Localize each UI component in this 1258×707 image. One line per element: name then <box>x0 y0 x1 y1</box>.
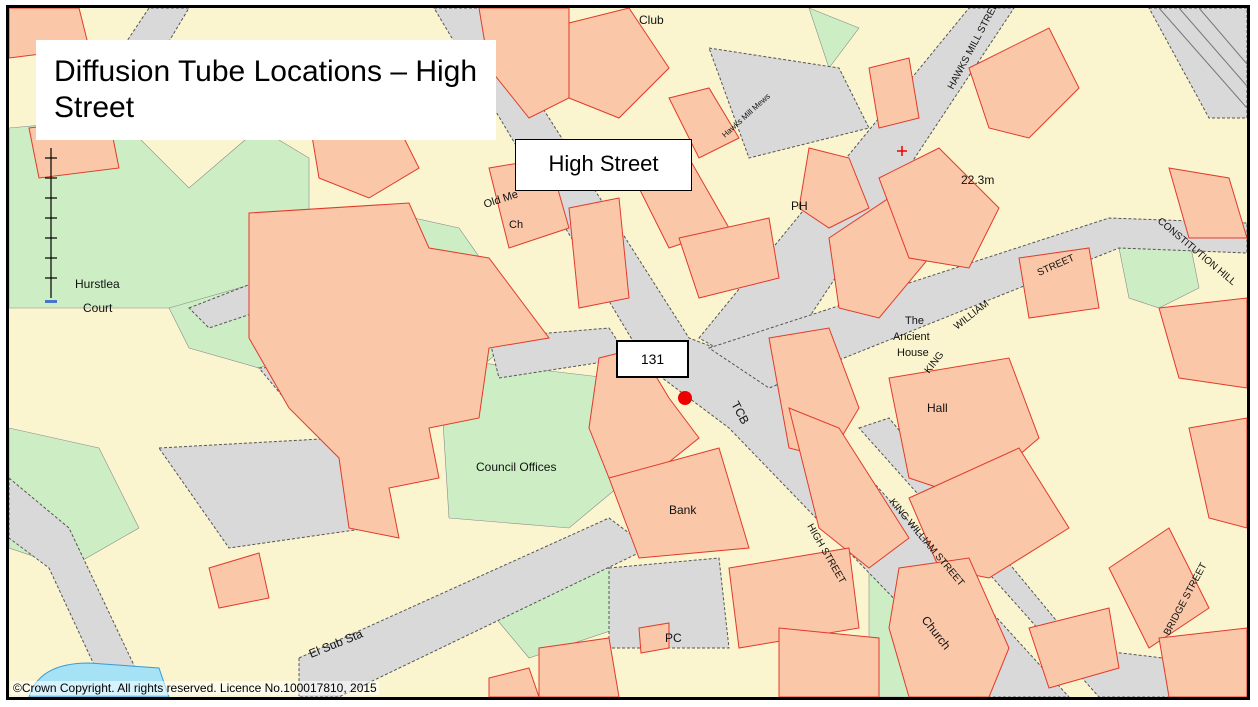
scale-bar-marker <box>45 300 57 303</box>
carriageway-lines <box>1158 8 1247 109</box>
label-hurstlea: Hurstlea <box>75 277 120 291</box>
high-street-callout: High Street <box>515 139 692 191</box>
diffusion-tube-marker[interactable] <box>678 391 692 405</box>
label-bank: Bank <box>669 503 697 517</box>
scale-bar <box>45 148 57 298</box>
label-house: House <box>897 347 929 359</box>
label-ancient: Ancient <box>893 331 930 343</box>
label-pc: PC <box>665 631 682 645</box>
site-131-callout: 131 <box>616 340 689 378</box>
label-court: Court <box>83 301 113 315</box>
label-the: The <box>905 315 924 327</box>
label-ph: PH <box>791 199 808 213</box>
label-council-offices: Council Offices <box>476 460 556 474</box>
map-frame: Club Hurstlea Court Council Offices Bank… <box>6 5 1250 700</box>
map-title: Diffusion Tube Locations – High Street <box>36 40 496 140</box>
label-hall: Hall <box>927 401 948 415</box>
benchmark-cross <box>897 146 907 156</box>
buildings <box>9 8 1247 697</box>
label-ch: Ch <box>509 219 523 231</box>
map-canvas[interactable]: Club Hurstlea Court Council Offices Bank… <box>9 8 1247 697</box>
copyright-notice: ©Crown Copyright. All rights reserved. L… <box>11 681 379 695</box>
label-club: Club <box>639 13 664 27</box>
label-elevation: 22.3m <box>961 173 994 187</box>
